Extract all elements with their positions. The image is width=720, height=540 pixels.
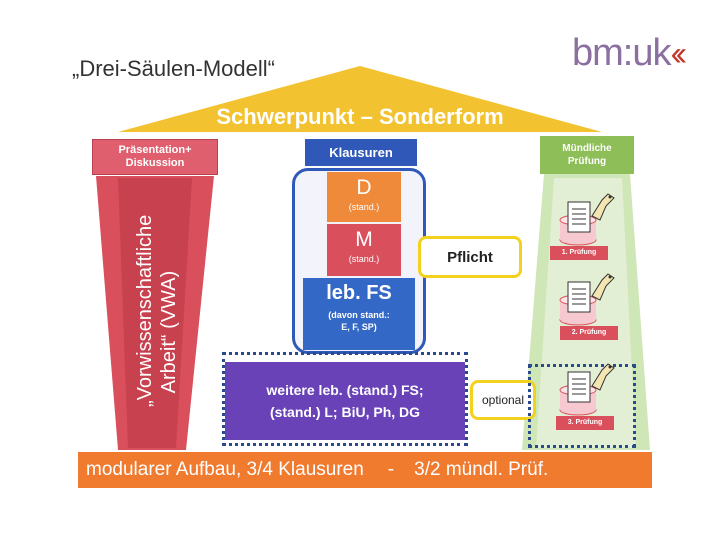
optional-callout: optional (470, 380, 536, 420)
leb-fs-note-2: E, F, SP) (341, 322, 377, 332)
exam-3-dotted-frame (528, 364, 636, 448)
roof-label: Schwerpunkt – Sonderform (216, 104, 504, 129)
middle-pillar-header: Klausuren (305, 139, 417, 166)
base-left-text: modularer Aufbau, 3/4 Klausuren (86, 459, 364, 480)
exam-3-giraffe-icon (591, 363, 615, 391)
subject-d-note: (stand.) (348, 202, 380, 212)
left-pillar-header: Präsentation+ Diskussion (92, 139, 218, 175)
exam-1-illustration (559, 193, 615, 246)
exam-3-document-icon (567, 371, 591, 403)
right-pillar-header: Mündliche Prüfung (540, 136, 634, 174)
subject-m-box: M (stand.) (327, 224, 401, 276)
weitere-fs-box: weitere leb. (stand.) FS; (stand.) L; Bi… (225, 362, 465, 440)
base-bar: modularer Aufbau, 3/4 Klausuren - 3/2 mü… (78, 452, 652, 488)
exam-3-label: 3. Prüfung (556, 416, 614, 430)
weitere-line-2: (stand.) L; BiU, Ph, DG (269, 404, 421, 420)
bmuk-logo: bm:uk‹‹ (572, 32, 687, 75)
left-header-line-1: Präsentation+ (118, 144, 192, 156)
slide-title: „Drei-Säulen-Modell“ (72, 56, 275, 81)
logo-text: bm:uk (572, 32, 671, 74)
exam-1-label: 1. Prüfung (550, 246, 608, 260)
exam-3-illustration (559, 363, 615, 416)
exam-1-giraffe-icon (591, 193, 615, 221)
subject-d-label: D (356, 176, 372, 199)
subject-m-note: (stand.) (348, 254, 380, 264)
optional-dotted-frame (222, 352, 468, 446)
right-header-line-1: Mündliche (562, 143, 612, 154)
exam-2-giraffe-icon (591, 273, 615, 301)
vwa-line-1: „Vorwissenschaftliche (134, 214, 156, 407)
base-separator: - (387, 459, 395, 480)
roof-triangle (118, 66, 602, 132)
exam-2-label: 2. Prüfung (560, 326, 618, 340)
base-right-text: 3/2 mündl. Prüf. (414, 459, 549, 480)
weitere-line-1: weitere leb. (stand.) FS; (266, 382, 424, 398)
subject-d-box: D (stand.) (327, 172, 401, 222)
leb-fs-note-1: (davon stand.: (328, 310, 390, 320)
leb-fs-box: leb. FS (davon stand.: E, F, SP) (303, 278, 415, 350)
right-header-line-2: Prüfung (567, 156, 607, 167)
exam-2-document-icon (567, 281, 591, 313)
left-header-line-2: Diskussion (125, 157, 185, 169)
leb-fs-label: leb. FS (326, 282, 392, 304)
vwa-line-2: Arbeit“ (VWA) (158, 270, 180, 394)
vwa-label: „Vorwissenschaftliche Arbeit“ (VWA) (133, 214, 193, 407)
left-pillar-inner (118, 178, 192, 448)
pflicht-callout: Pflicht (418, 236, 522, 278)
subject-m-label: M (355, 228, 373, 251)
exam-1-document-icon (567, 201, 591, 233)
exam-2-illustration (559, 273, 615, 326)
